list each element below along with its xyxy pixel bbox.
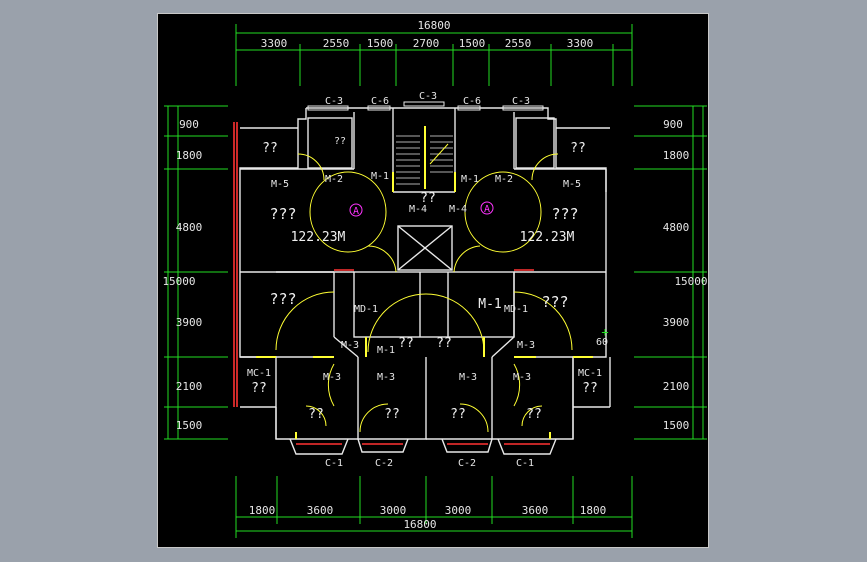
window-label-c1-right: C-1 bbox=[516, 458, 534, 469]
door-label-m5-left: M-5 bbox=[271, 179, 289, 190]
bottom-dim-6: 1800 bbox=[580, 504, 607, 517]
door-label-m3-a: M-3 bbox=[341, 340, 359, 351]
cad-viewport[interactable]: 16800 3300 2550 1500 2700 1500 2550 3300… bbox=[157, 13, 709, 548]
floor-plan-drawing: 16800 3300 2550 1500 2700 1500 2550 3300… bbox=[162, 19, 708, 538]
right-dim-4: 3900 bbox=[663, 316, 690, 329]
bottom-dim-1: 1800 bbox=[249, 504, 276, 517]
room-name-living-left: ??? bbox=[269, 205, 296, 223]
ucs-cross-icon: + bbox=[601, 325, 608, 339]
door-label-m3-f: M-3 bbox=[513, 372, 531, 383]
window-label-c6-right: C-6 bbox=[463, 96, 481, 107]
axis-marker-left-label: A bbox=[353, 206, 359, 217]
door-label-mc1-left: MC-1 bbox=[247, 368, 271, 379]
stair-room-name: ?? bbox=[420, 191, 436, 206]
right-dim-6: 1500 bbox=[663, 419, 690, 432]
room-name-balcony-right: ?? bbox=[582, 381, 598, 396]
axis-marker-right bbox=[480, 201, 494, 215]
room-name-balcony-left: ?? bbox=[251, 381, 267, 396]
door-label-m1-right: M-1 bbox=[461, 174, 479, 185]
room-name-hall-right: ?? bbox=[436, 336, 452, 351]
door-swings bbox=[275, 153, 573, 433]
left-dim-1: 900 bbox=[179, 118, 199, 131]
bottom-dim-4: 3000 bbox=[445, 504, 472, 517]
room-name-top-left: ?? bbox=[262, 141, 278, 156]
right-dim-3: 4800 bbox=[663, 221, 690, 234]
left-dim-4: 3900 bbox=[176, 316, 203, 329]
door-label-m1-left: M-1 bbox=[371, 171, 389, 182]
right-dim-5: 2100 bbox=[663, 380, 690, 393]
door-leaves bbox=[256, 172, 593, 439]
area-label-right: 122.23M bbox=[520, 230, 575, 245]
door-label-md1-right: MD-1 bbox=[504, 304, 528, 315]
room-name-living-right: ??? bbox=[551, 205, 578, 223]
top-windows bbox=[307, 101, 544, 111]
window-label-c3-left: C-3 bbox=[325, 96, 343, 107]
angle-note: 60 bbox=[596, 337, 608, 348]
top-dim-7: 3300 bbox=[567, 37, 594, 50]
top-dim-6: 2550 bbox=[505, 37, 532, 50]
bottom-dimension-chain bbox=[235, 476, 633, 538]
door-label-m3-d: M-3 bbox=[377, 372, 395, 383]
left-dim-3: 4800 bbox=[176, 221, 203, 234]
bottom-dim-2: 3600 bbox=[307, 504, 334, 517]
room-name-bed-right: ??? bbox=[541, 293, 568, 311]
axis-marker-right-label: A bbox=[484, 204, 490, 215]
window-label-c6-left: C-6 bbox=[371, 96, 389, 107]
window-label-c2-left: C-2 bbox=[375, 458, 393, 469]
room-name-room-a: ?? bbox=[308, 407, 324, 422]
stair-arrow bbox=[429, 143, 449, 165]
window-label-c1-left: C-1 bbox=[325, 458, 343, 469]
left-total-dim: 15000 bbox=[162, 275, 195, 288]
door-label-m2-right: M-2 bbox=[495, 174, 513, 185]
door-label-m1-center-left: M-1 bbox=[377, 345, 395, 356]
top-total-dim: 16800 bbox=[417, 19, 450, 32]
door-label-m4-right: M-4 bbox=[449, 204, 467, 215]
bottom-total-dim: 16800 bbox=[403, 518, 436, 531]
window-label-c3-center: C-3 bbox=[419, 91, 437, 102]
door-label-m3-e: M-3 bbox=[459, 372, 477, 383]
right-dim-1: 900 bbox=[663, 118, 683, 131]
door-label-m2-left: M-2 bbox=[325, 174, 343, 185]
room-name-room-d: ?? bbox=[526, 407, 542, 422]
window-label-c2-right: C-2 bbox=[458, 458, 476, 469]
top-dim-1: 3300 bbox=[261, 37, 288, 50]
door-label-m3-c: M-3 bbox=[323, 372, 341, 383]
left-dimension-chain bbox=[164, 105, 228, 440]
right-total-dim: 15000 bbox=[674, 275, 707, 288]
bottom-dim-5: 3600 bbox=[522, 504, 549, 517]
right-dimension-chain bbox=[634, 105, 707, 440]
room-name-room-c: ?? bbox=[450, 407, 466, 422]
door-label-md1-left: MD-1 bbox=[354, 304, 378, 315]
window-label-c3-right: C-3 bbox=[512, 96, 530, 107]
left-dim-2: 1800 bbox=[176, 149, 203, 162]
door-label-m1-center-right: M-1 bbox=[478, 297, 501, 312]
right-dim-2: 1800 bbox=[663, 149, 690, 162]
room-name-hall-left: ?? bbox=[398, 336, 414, 351]
windows bbox=[233, 122, 550, 445]
room-name-room-b: ?? bbox=[384, 407, 400, 422]
bottom-dim-3: 3000 bbox=[380, 504, 407, 517]
room-name-top-right: ?? bbox=[570, 141, 586, 156]
top-dim-3: 1500 bbox=[367, 37, 394, 50]
door-label-m5-right: M-5 bbox=[563, 179, 581, 190]
axis-marker-left bbox=[349, 203, 363, 217]
top-dim-5: 1500 bbox=[459, 37, 486, 50]
area-label-left: 122.23M bbox=[291, 230, 346, 245]
door-label-mc1-right: MC-1 bbox=[578, 368, 602, 379]
room-name-bed-left: ??? bbox=[269, 290, 296, 308]
room-name-wc-left: ?? bbox=[334, 136, 346, 147]
top-dimension-chain bbox=[235, 24, 633, 86]
door-label-m3-b: M-3 bbox=[517, 340, 535, 351]
top-dim-2: 2550 bbox=[323, 37, 350, 50]
door-label-m4-left: M-4 bbox=[409, 204, 427, 215]
top-dim-4: 2700 bbox=[413, 37, 440, 50]
left-dim-5: 2100 bbox=[176, 380, 203, 393]
left-dim-6: 1500 bbox=[176, 419, 203, 432]
